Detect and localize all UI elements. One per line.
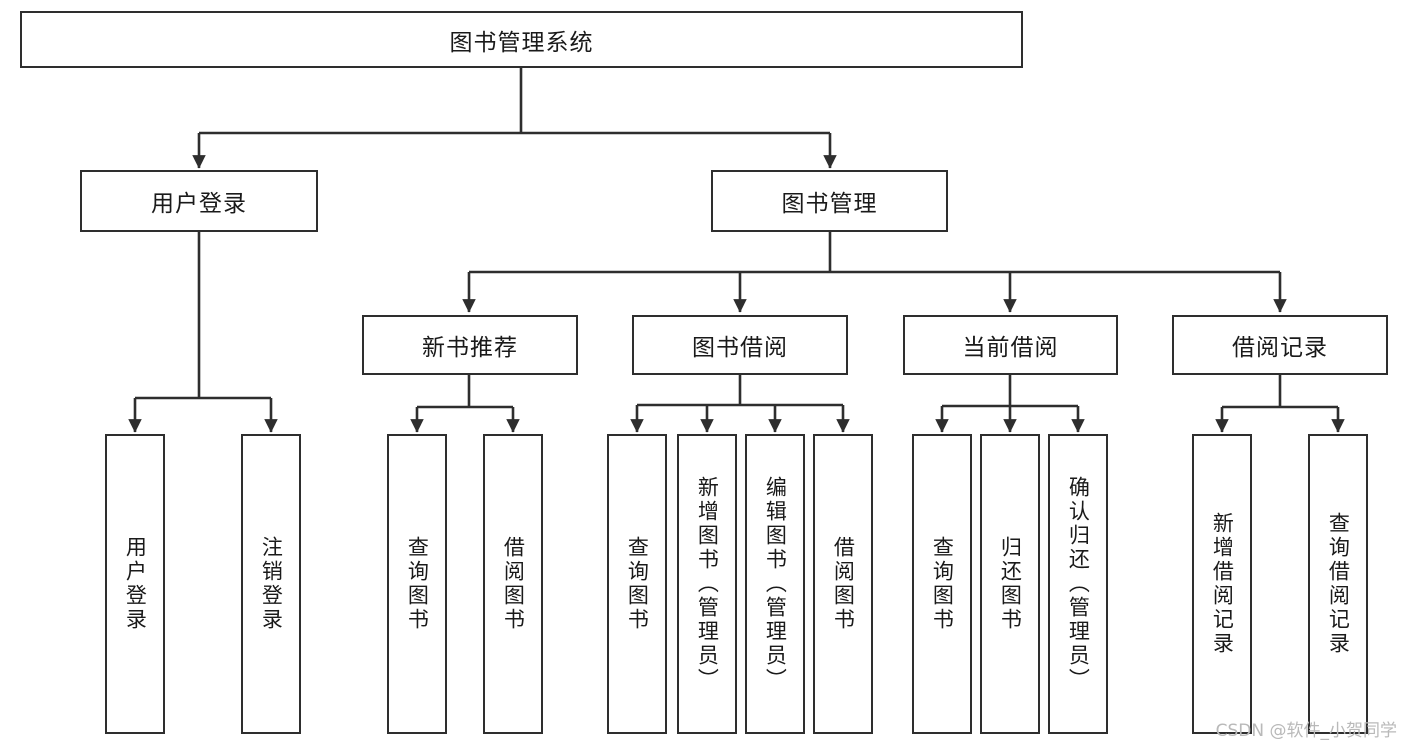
leaf-query-book-1-label: 查询图书 [405, 536, 430, 632]
leaf-borrow-book-1-label: 借阅图书 [501, 536, 526, 632]
leaf-user-login-label: 用户登录 [123, 536, 148, 632]
leaf-user-logout-label: 注销登录 [259, 536, 284, 632]
node-current-borrow[interactable]: 当前借阅 [903, 315, 1118, 375]
leaf-query-book-2[interactable]: 查询图书 [607, 434, 667, 734]
node-book-borrow-label: 图书借阅 [692, 335, 788, 361]
node-book-management-label: 图书管理 [781, 191, 878, 217]
leaf-query-book-2-label: 查询图书 [625, 536, 650, 632]
leaf-query-record-label: 查询借阅记录 [1326, 512, 1351, 656]
node-new-book-recommend[interactable]: 新书推荐 [362, 315, 578, 375]
node-user-login-label: 用户登录 [151, 191, 247, 217]
leaf-add-record[interactable]: 新增借阅记录 [1192, 434, 1252, 734]
leaf-add-book[interactable]: 新增图书（管理员） [677, 434, 737, 734]
leaf-add-book-label: 新增图书（管理员） [695, 476, 720, 692]
leaf-confirm-return-label: 确认归还（管理员） [1066, 476, 1091, 692]
leaf-edit-book[interactable]: 编辑图书（管理员） [745, 434, 805, 734]
node-user-login[interactable]: 用户登录 [80, 170, 318, 232]
node-book-borrow[interactable]: 图书借阅 [632, 315, 848, 375]
leaf-borrow-book-1[interactable]: 借阅图书 [483, 434, 543, 734]
node-root-label: 图书管理系统 [449, 29, 594, 56]
leaf-borrow-book-2-label: 借阅图书 [831, 536, 856, 632]
leaf-user-login[interactable]: 用户登录 [105, 434, 165, 734]
node-new-book-recommend-label: 新书推荐 [422, 335, 518, 361]
node-book-management[interactable]: 图书管理 [711, 170, 948, 232]
leaf-query-record[interactable]: 查询借阅记录 [1308, 434, 1368, 734]
leaf-confirm-return[interactable]: 确认归还（管理员） [1048, 434, 1108, 734]
node-root[interactable]: 图书管理系统 [20, 11, 1023, 68]
leaf-edit-book-label: 编辑图书（管理员） [763, 476, 788, 692]
leaf-query-book-3[interactable]: 查询图书 [912, 434, 972, 734]
leaf-return-book[interactable]: 归还图书 [980, 434, 1040, 734]
leaf-query-book-1[interactable]: 查询图书 [387, 434, 447, 734]
node-borrow-record[interactable]: 借阅记录 [1172, 315, 1388, 375]
watermark-text: CSDN @软件_小贺同学 [1215, 721, 1397, 741]
node-borrow-record-label: 借阅记录 [1232, 335, 1328, 361]
leaf-query-book-3-label: 查询图书 [930, 536, 955, 632]
leaf-user-logout[interactable]: 注销登录 [241, 434, 301, 734]
leaf-borrow-book-2[interactable]: 借阅图书 [813, 434, 873, 734]
leaf-return-book-label: 归还图书 [998, 536, 1023, 632]
node-current-borrow-label: 当前借阅 [962, 335, 1059, 361]
leaf-add-record-label: 新增借阅记录 [1210, 512, 1235, 656]
